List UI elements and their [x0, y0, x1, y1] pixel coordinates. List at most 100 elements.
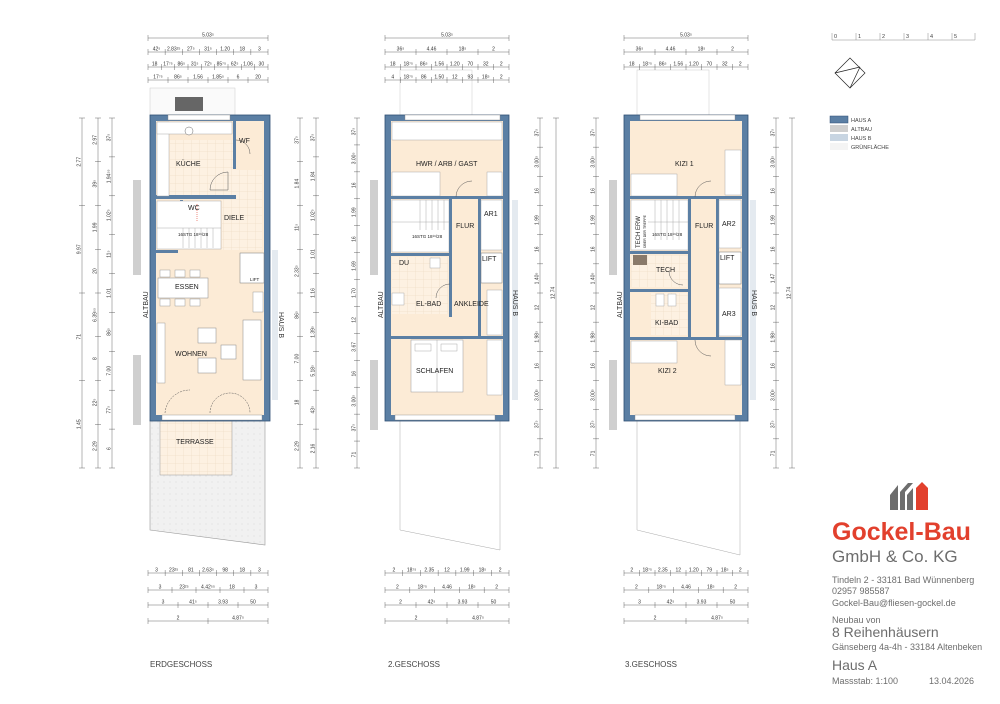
dimension-label: 1.99 [771, 215, 777, 225]
dimension-label: 18⁷⁵ [643, 62, 652, 68]
room-label-flur: FLUR [695, 223, 713, 230]
dimension-label: 1.99 [460, 568, 470, 574]
dimension-label: 1.20 [689, 568, 699, 574]
dimension-label: 2.97 [93, 135, 99, 145]
dimension-label: 16 [535, 363, 541, 369]
dimension-label: 86⁵ [174, 75, 182, 81]
room-label-kizi-1: KIZI 1 [675, 161, 694, 168]
drawing-date: 13.04.2026 [929, 676, 975, 686]
wall [391, 196, 503, 199]
desk [724, 149, 742, 196]
plan-3-geschoss: KIZI 1 TECH ERW ÜBER DER TREPPE 16STG 18… [609, 69, 757, 669]
wall [391, 336, 503, 339]
legend-label: HAUS B [851, 136, 872, 142]
dimension-label: 2 [739, 62, 742, 68]
dimension-label: 18⁵ [707, 585, 715, 591]
dimension-label: 50 [730, 600, 736, 606]
dimension-label: 37⁵ [295, 136, 301, 144]
dimension-label: 3.67 [352, 342, 358, 352]
dimension-label: 37⁵ [535, 420, 541, 428]
sideboard [156, 322, 166, 384]
company-phone: 02957 985587 [832, 586, 890, 596]
bed [391, 171, 441, 197]
dimension-label: 1.20 [450, 62, 460, 68]
door-swing [435, 283, 451, 299]
armchair [197, 357, 217, 374]
wall [156, 250, 178, 253]
dimension-label: 9.97 [77, 244, 83, 254]
dimension-label: 4 [391, 75, 394, 81]
kitchen-counter [156, 121, 233, 135]
room-label-wc: WC [188, 205, 200, 212]
legend-swatch [830, 143, 848, 150]
dimension-label: 18⁵ [459, 47, 467, 53]
project-address: Gänseberg 4a-4h - 33184 Altenbeken [832, 642, 983, 652]
dimension-label: 1.02⁵ [311, 209, 317, 221]
dimension-label: 4.87⁵ [711, 616, 723, 622]
dimension-label: 17⁷⁵ [153, 75, 162, 81]
company-legal-form: GmbH & Co. KG [832, 547, 958, 566]
dimension-label: 3 [162, 600, 165, 606]
dimension-label: 17⁷⁵ [163, 62, 172, 68]
dimension-label: 1.85⁵ [212, 75, 224, 81]
haus-b-wall [750, 200, 756, 400]
coffee-table [220, 344, 237, 360]
dimension-label: 7.00 [295, 354, 301, 364]
dimension-label: 43⁵ [311, 406, 317, 414]
dimension-label: 37⁵ [352, 128, 358, 136]
room-label-wohnen: WOHNEN [175, 351, 207, 358]
dimension-label: 20 [255, 75, 261, 81]
dimension-label: 2.16 [311, 443, 317, 453]
project-name: 8 Reihenhäusern [832, 624, 939, 640]
north-arrow-icon [834, 57, 866, 89]
door-swing [235, 139, 251, 155]
dimension-label: 1.50 [434, 75, 444, 81]
room-label-ankleide: ANKLEIDE [454, 301, 489, 308]
dimension-label: 62⁵ [231, 62, 239, 68]
dimension-label: 18⁵ [482, 75, 490, 81]
dimension-label: 5.03⁵ [680, 33, 692, 39]
bed [630, 340, 678, 364]
ar1-room [480, 199, 503, 251]
dimension-label: 2 [492, 47, 495, 53]
dimension-label: 2 [635, 585, 638, 591]
side-label-altbau: ALTBAU [378, 291, 385, 318]
dimension-label: 31⁵ [191, 62, 199, 68]
dimension-label: 3 [258, 568, 261, 574]
desk [724, 339, 742, 386]
dimension-label: 2 [392, 568, 395, 574]
dimension-label: 1.01 [311, 249, 317, 259]
dimension-label: 30 [259, 62, 265, 68]
dimension-label: 12 [771, 305, 777, 311]
dimension-label: 42⁵ [428, 600, 436, 606]
lift-shaft [718, 251, 742, 285]
lift-shaft [239, 252, 265, 284]
dimension-label: 18⁵ [698, 47, 706, 53]
wall [630, 251, 688, 254]
window [404, 114, 501, 121]
dimension-label: 3 [159, 585, 162, 591]
stair-label: 16STG 18¹⁹/28 [178, 232, 209, 237]
altbau-wall [133, 355, 141, 425]
dimension-label: 18 [240, 568, 246, 574]
dimension-label: 1.56 [673, 62, 683, 68]
dimension-label: 71 [77, 334, 83, 340]
dimension-label: 4.46 [681, 585, 691, 591]
legend-label: HAUS A [851, 118, 872, 124]
room-label-tech: TECH [656, 267, 675, 274]
dimension-label: 71 [591, 450, 597, 456]
ar3-room [718, 287, 742, 337]
plan-2-geschoss: HWR / ARB / GAST FLUR AR1 LIFT 16STG 18¹… [370, 69, 518, 669]
dimension-label: 98 [222, 568, 228, 574]
dimension-label: 16 [771, 188, 777, 194]
dimension-label: 2 [734, 585, 737, 591]
stair-label: 16STG 18¹⁹/28 [412, 234, 443, 239]
wardrobe [486, 289, 503, 336]
dimension-label: 1.06 [243, 62, 253, 68]
wall [630, 337, 742, 340]
room-label-schlafen: SCHLAFEN [416, 368, 453, 375]
side-label-haus-b: HAUS B [277, 312, 284, 338]
plan-erdgeschoss: KÜCHE WF WC DIELE 16STG 18¹⁹/28 LIFT ESS… [133, 87, 284, 669]
dimension-label: 3.00⁵ [591, 389, 597, 401]
legend-swatch [830, 125, 848, 132]
